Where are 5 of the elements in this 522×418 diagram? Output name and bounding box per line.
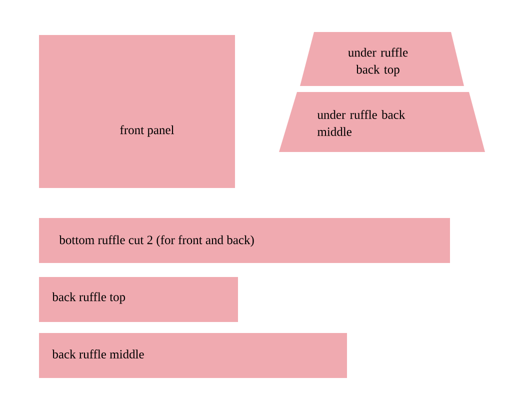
pattern-piece: front panel <box>39 35 235 188</box>
pattern-piece: back ruffle middle <box>39 333 347 378</box>
pattern-piece: back ruffle top <box>39 277 238 322</box>
pattern-piece: bottom ruffle cut 2 (for front and back) <box>39 218 450 263</box>
pattern-piece: under ruffle back top <box>300 32 464 86</box>
